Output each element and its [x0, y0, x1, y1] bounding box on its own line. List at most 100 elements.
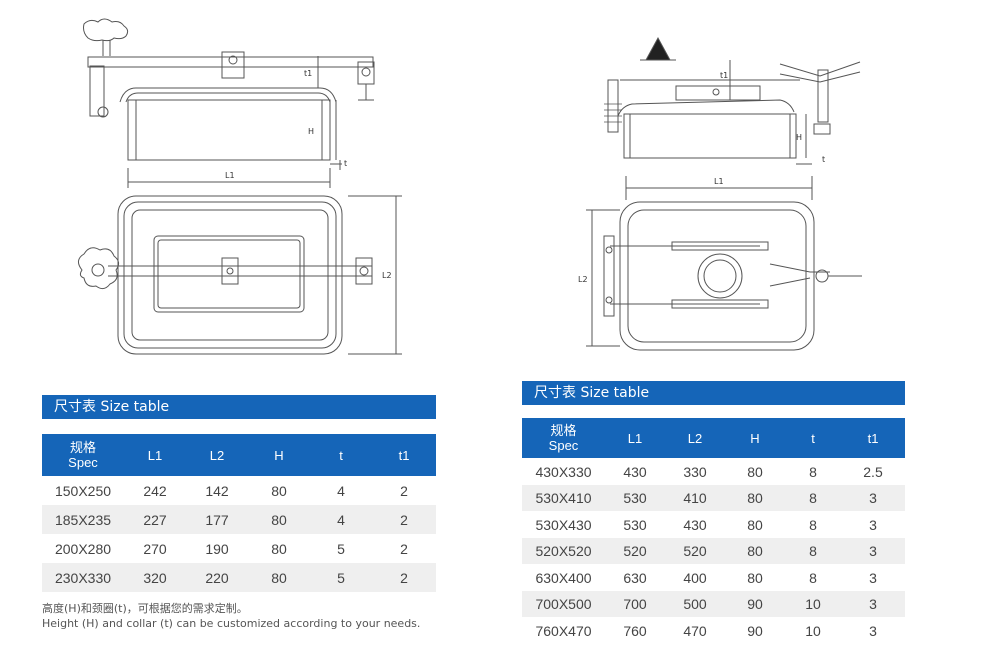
cell-t1: 3 [869, 622, 877, 639]
cell-h: 80 [725, 538, 785, 564]
pressure-indicator-icon [645, 36, 671, 61]
header-h: H [248, 434, 310, 476]
cell-l1: 320 [124, 563, 186, 592]
cell-l2: 400 [683, 569, 707, 586]
left-size-table: 规格 Spec L1 L2 H t t1 150X250 242 142 80 … [42, 434, 436, 592]
right-side-h-label: H [796, 133, 802, 142]
cell-l2: 330 [683, 463, 707, 480]
table-row: 430X330 430 330 80 8 2.5 [522, 458, 905, 485]
cell-spec: 520X520 [522, 538, 605, 564]
cell-l2: 142 [205, 482, 229, 499]
cell-l2: 500 [665, 591, 725, 617]
cell-h: 80 [271, 482, 287, 499]
left-side-h-label: H [308, 127, 314, 136]
cell-spec: 530X430 [535, 516, 592, 533]
cell-h: 80 [747, 569, 763, 586]
cell-spec: 430X330 [535, 463, 592, 480]
cell-l2: 430 [683, 516, 707, 533]
cell-l2: 410 [665, 485, 725, 511]
left-side-t1-label: t1 [304, 69, 312, 78]
header-t: t [785, 418, 841, 458]
cell-l2: 220 [186, 563, 248, 592]
cell-l1: 227 [124, 505, 186, 534]
cell-l1: 530 [605, 485, 665, 511]
cell-l1: 270 [143, 540, 167, 557]
header-t1: t1 [372, 434, 436, 476]
cell-spec: 200X280 [54, 540, 112, 557]
table-header-row: 规格 Spec L1 L2 H t t1 [42, 434, 436, 476]
cell-t1: 3 [841, 591, 905, 617]
left-l1-label: L1 [225, 171, 235, 180]
left-side-view [83, 18, 375, 188]
cell-l2: 470 [683, 622, 707, 639]
table-row: 150X250 242 142 80 4 2 [42, 476, 436, 505]
cell-h: 80 [747, 463, 763, 480]
cell-t1: 3 [841, 485, 905, 511]
table-header-row: 规格 Spec L1 L2 H t t1 [522, 418, 905, 458]
cell-spec: 630X400 [535, 569, 592, 586]
cell-t1: 2 [372, 563, 436, 592]
technical-drawings: t1 H t L1 L2 [78, 18, 862, 355]
note-chinese: 高度(H)和颈圈(t)，可根据您的需求定制。 [42, 602, 248, 615]
table-row: 200X280 270 190 80 5 2 [42, 534, 436, 563]
table-row: 530X430 530 430 80 8 3 [522, 511, 905, 538]
header-spec: 规格 Spec [522, 418, 605, 458]
cell-l1: 520 [605, 538, 665, 564]
right-table-title: 尺寸表 Size table [522, 381, 905, 405]
cell-h: 80 [271, 540, 287, 557]
right-side-t1-label: t1 [720, 71, 728, 80]
header-t: t [310, 434, 372, 476]
cell-l2: 520 [665, 538, 725, 564]
header-spec-en: Spec [548, 438, 579, 453]
cell-t: 4 [337, 482, 345, 499]
hand-wheel-icon [83, 18, 129, 42]
cell-l1: 760 [623, 622, 647, 639]
cell-l2: 190 [205, 540, 229, 557]
cell-t: 8 [785, 538, 841, 564]
cell-spec: 700X500 [522, 591, 605, 617]
cell-l1: 700 [605, 591, 665, 617]
cell-l2: 177 [186, 505, 248, 534]
cell-spec: 185X235 [42, 505, 124, 534]
cell-t: 10 [805, 622, 821, 639]
star-knob-icon [78, 247, 120, 290]
header-t1: t1 [841, 418, 905, 458]
cell-l1: 242 [143, 482, 167, 499]
right-l2-label: L2 [578, 275, 588, 284]
cell-t1: 2.5 [863, 463, 883, 480]
cell-t1: 3 [841, 538, 905, 564]
cell-l1: 630 [623, 569, 647, 586]
cell-h: 80 [248, 505, 310, 534]
cell-t1: 2 [400, 540, 408, 557]
table-row: 530X410 530 410 80 8 3 [522, 485, 905, 511]
cell-spec: 150X250 [54, 482, 112, 499]
cell-t: 5 [337, 540, 345, 557]
cell-t1: 3 [869, 569, 877, 586]
right-plan-view [586, 201, 862, 351]
right-l1-label: L1 [714, 177, 724, 186]
header-h: H [725, 418, 785, 458]
cell-t: 8 [809, 463, 817, 480]
cell-l1: 530 [623, 516, 647, 533]
cell-h: 80 [725, 485, 785, 511]
cell-h: 90 [747, 622, 763, 639]
header-spec: 规格 Spec [42, 434, 124, 476]
right-side-view [604, 36, 861, 200]
table-row: 760X470 760 470 90 10 3 [522, 617, 905, 644]
cell-spec: 530X410 [522, 485, 605, 511]
cell-t1: 2 [372, 505, 436, 534]
left-side-t-label: t [344, 159, 347, 168]
left-plan-view [78, 195, 402, 355]
cell-t: 4 [310, 505, 372, 534]
right-side-t-label: t [822, 155, 825, 164]
right-size-table: 规格 Spec L1 L2 H t t1 430X330 430 330 80 … [522, 418, 905, 644]
table-row: 520X520 520 520 80 8 3 [522, 538, 905, 564]
table-row: 630X400 630 400 80 8 3 [522, 564, 905, 591]
header-spec-zh: 规格 [550, 423, 577, 438]
header-l1: L1 [124, 434, 186, 476]
cell-t1: 3 [869, 516, 877, 533]
header-spec-zh: 规格 [69, 440, 96, 455]
header-l1: L1 [605, 418, 665, 458]
header-l2: L2 [665, 418, 725, 458]
cell-t: 8 [809, 569, 817, 586]
